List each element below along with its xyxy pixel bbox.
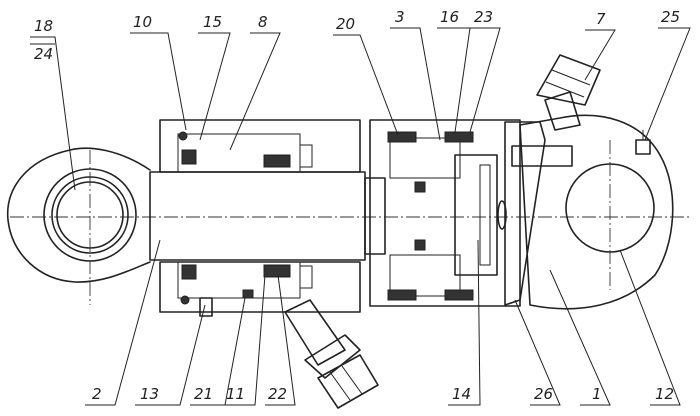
rod-eye-left: [6, 147, 151, 305]
label-1: 1: [592, 385, 602, 403]
label-8: 8: [258, 13, 268, 31]
upper-port-fitting: [536, 54, 601, 131]
label-26: 26: [534, 385, 553, 403]
label-20: 20: [336, 15, 355, 33]
label-2: 2: [92, 385, 102, 403]
label-25: 25: [661, 8, 680, 26]
piston: [454, 154, 507, 276]
rear-head: [504, 114, 674, 310]
label-23: 23: [474, 8, 493, 26]
gland-head: [159, 119, 361, 317]
piston-rod: [149, 171, 386, 261]
label-24: 24: [34, 45, 53, 63]
label-16: 16: [440, 8, 459, 26]
cylinder-barrel: [369, 119, 521, 307]
label-14: 14: [452, 385, 471, 403]
label-15: 15: [203, 13, 222, 31]
label-12: 12: [655, 385, 674, 403]
label-18: 18: [34, 17, 53, 35]
lower-port-fitting: [284, 299, 379, 409]
label-11: 11: [226, 385, 245, 403]
label-21: 21: [194, 385, 213, 403]
leader-lines: [30, 27, 691, 406]
bleed-screw: [635, 130, 651, 155]
label-10: 10: [133, 13, 152, 31]
label-22: 22: [268, 385, 287, 403]
label-13: 13: [140, 385, 159, 403]
label-7: 7: [596, 10, 606, 28]
label-3: 3: [395, 8, 405, 26]
